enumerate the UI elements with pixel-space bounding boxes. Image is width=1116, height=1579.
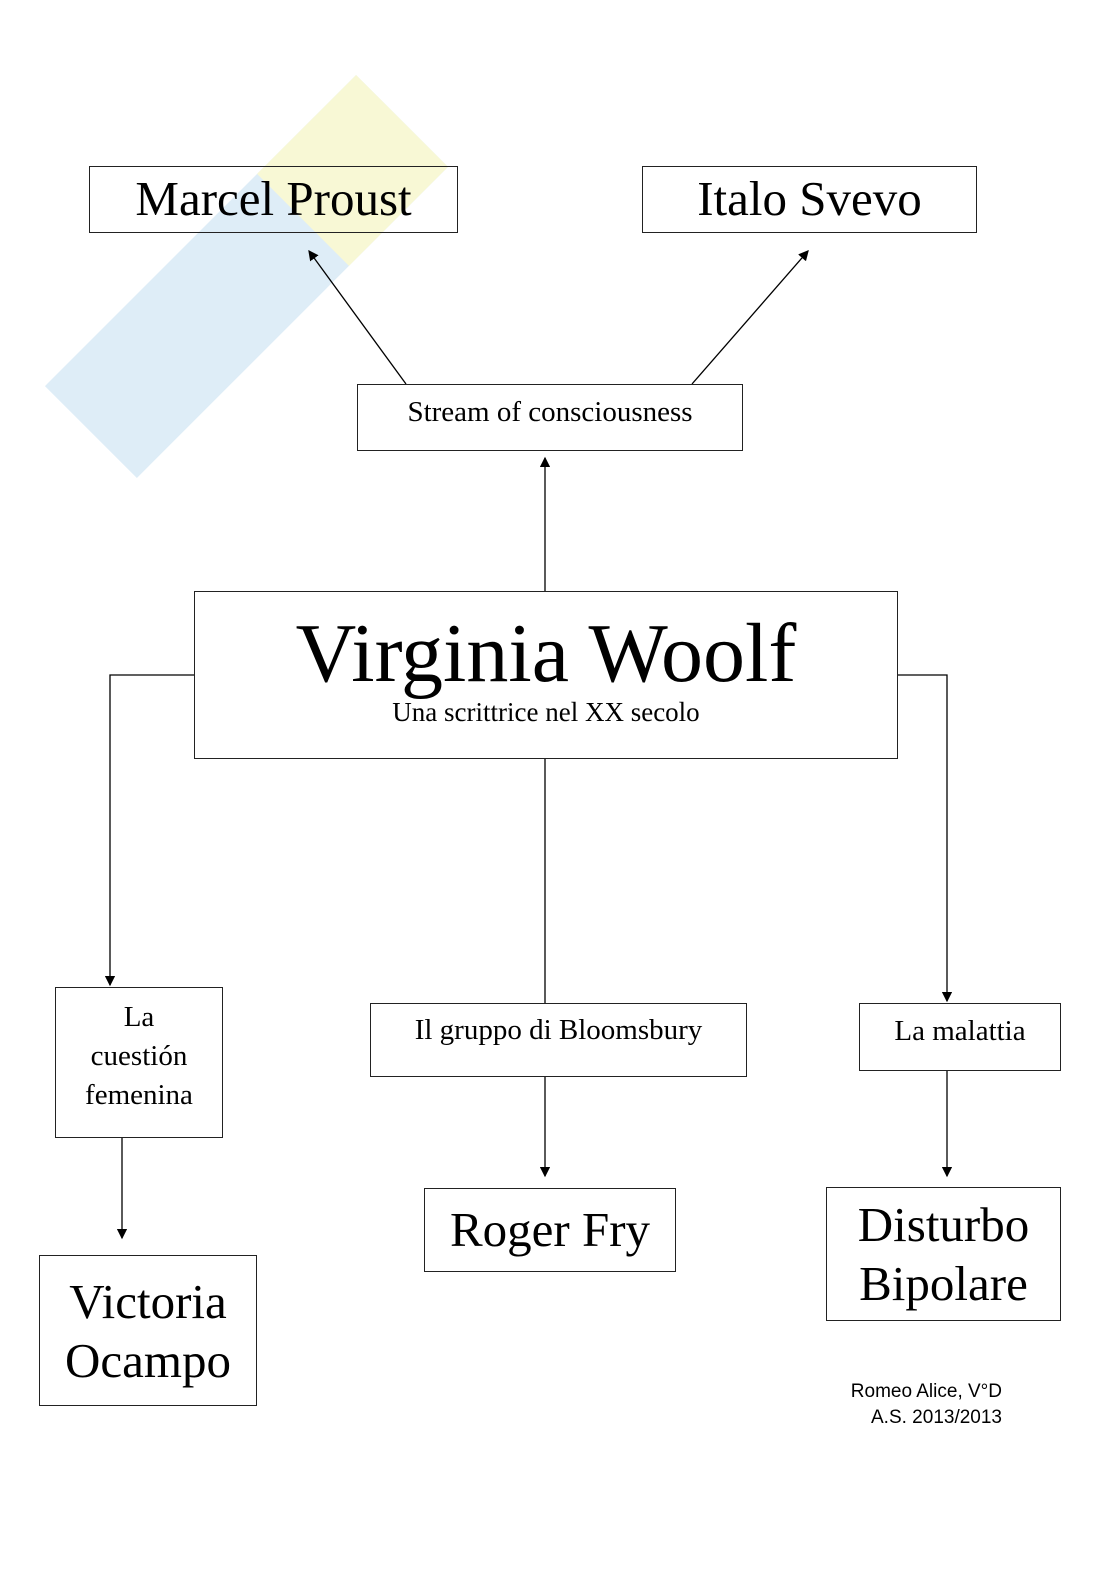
node-disturbo-bipolare: Disturbo Bipolare [826, 1187, 1061, 1321]
node-roger-fry: Roger Fry [424, 1188, 676, 1272]
node-label: Stream of consciousness [407, 395, 693, 428]
node-virginia-woolf: Virginia Woolf Una scrittrice nel XX sec… [194, 591, 898, 759]
node-label: Il gruppo di Bloomsbury [414, 1014, 703, 1046]
node-marcel-proust: Marcel Proust [89, 166, 458, 233]
node-label: Italo Svevo [697, 171, 922, 227]
node-cuestion-femenina: La cuestión femenina [55, 987, 223, 1138]
node-label: cuestión [90, 1040, 188, 1072]
arrow-stream-to-svevo [691, 250, 809, 385]
node-label: femenina [85, 1079, 193, 1111]
node-label: Bipolare [859, 1256, 1028, 1311]
node-label: Marcel Proust [135, 171, 412, 227]
center-title: Virginia Woolf [295, 607, 797, 700]
footer-author: Romeo Alice, V°D [850, 1381, 1002, 1402]
node-label: Victoria [69, 1273, 227, 1329]
node-label: Disturbo [857, 1197, 1030, 1252]
node-label: Ocampo [65, 1332, 231, 1388]
arrow-woolf-to-cuestion [104, 674, 194, 987]
arrow-woolf-to-malattia [897, 674, 953, 1003]
footer-year: A.S. 2013/2013 [871, 1407, 1002, 1428]
node-label: La malattia [894, 1015, 1026, 1047]
arrow-stream-to-proust [308, 249, 407, 385]
node-label: Roger Fry [449, 1201, 651, 1257]
center-subtitle: Una scrittrice nel XX secolo [392, 697, 700, 727]
node-italo-svevo: Italo Svevo [642, 166, 977, 233]
node-victoria-ocampo: Victoria Ocampo [39, 1255, 257, 1406]
footer-credits: Romeo Alice, V°D A.S. 2013/2013 [800, 1379, 1002, 1431]
node-gruppo-bloomsbury: Il gruppo di Bloomsbury [370, 1003, 747, 1077]
node-stream-of-consciousness: Stream of consciousness [357, 384, 743, 451]
node-label: La [123, 1001, 155, 1033]
watermark-logo [44, 74, 448, 478]
node-la-malattia: La malattia [859, 1003, 1061, 1071]
